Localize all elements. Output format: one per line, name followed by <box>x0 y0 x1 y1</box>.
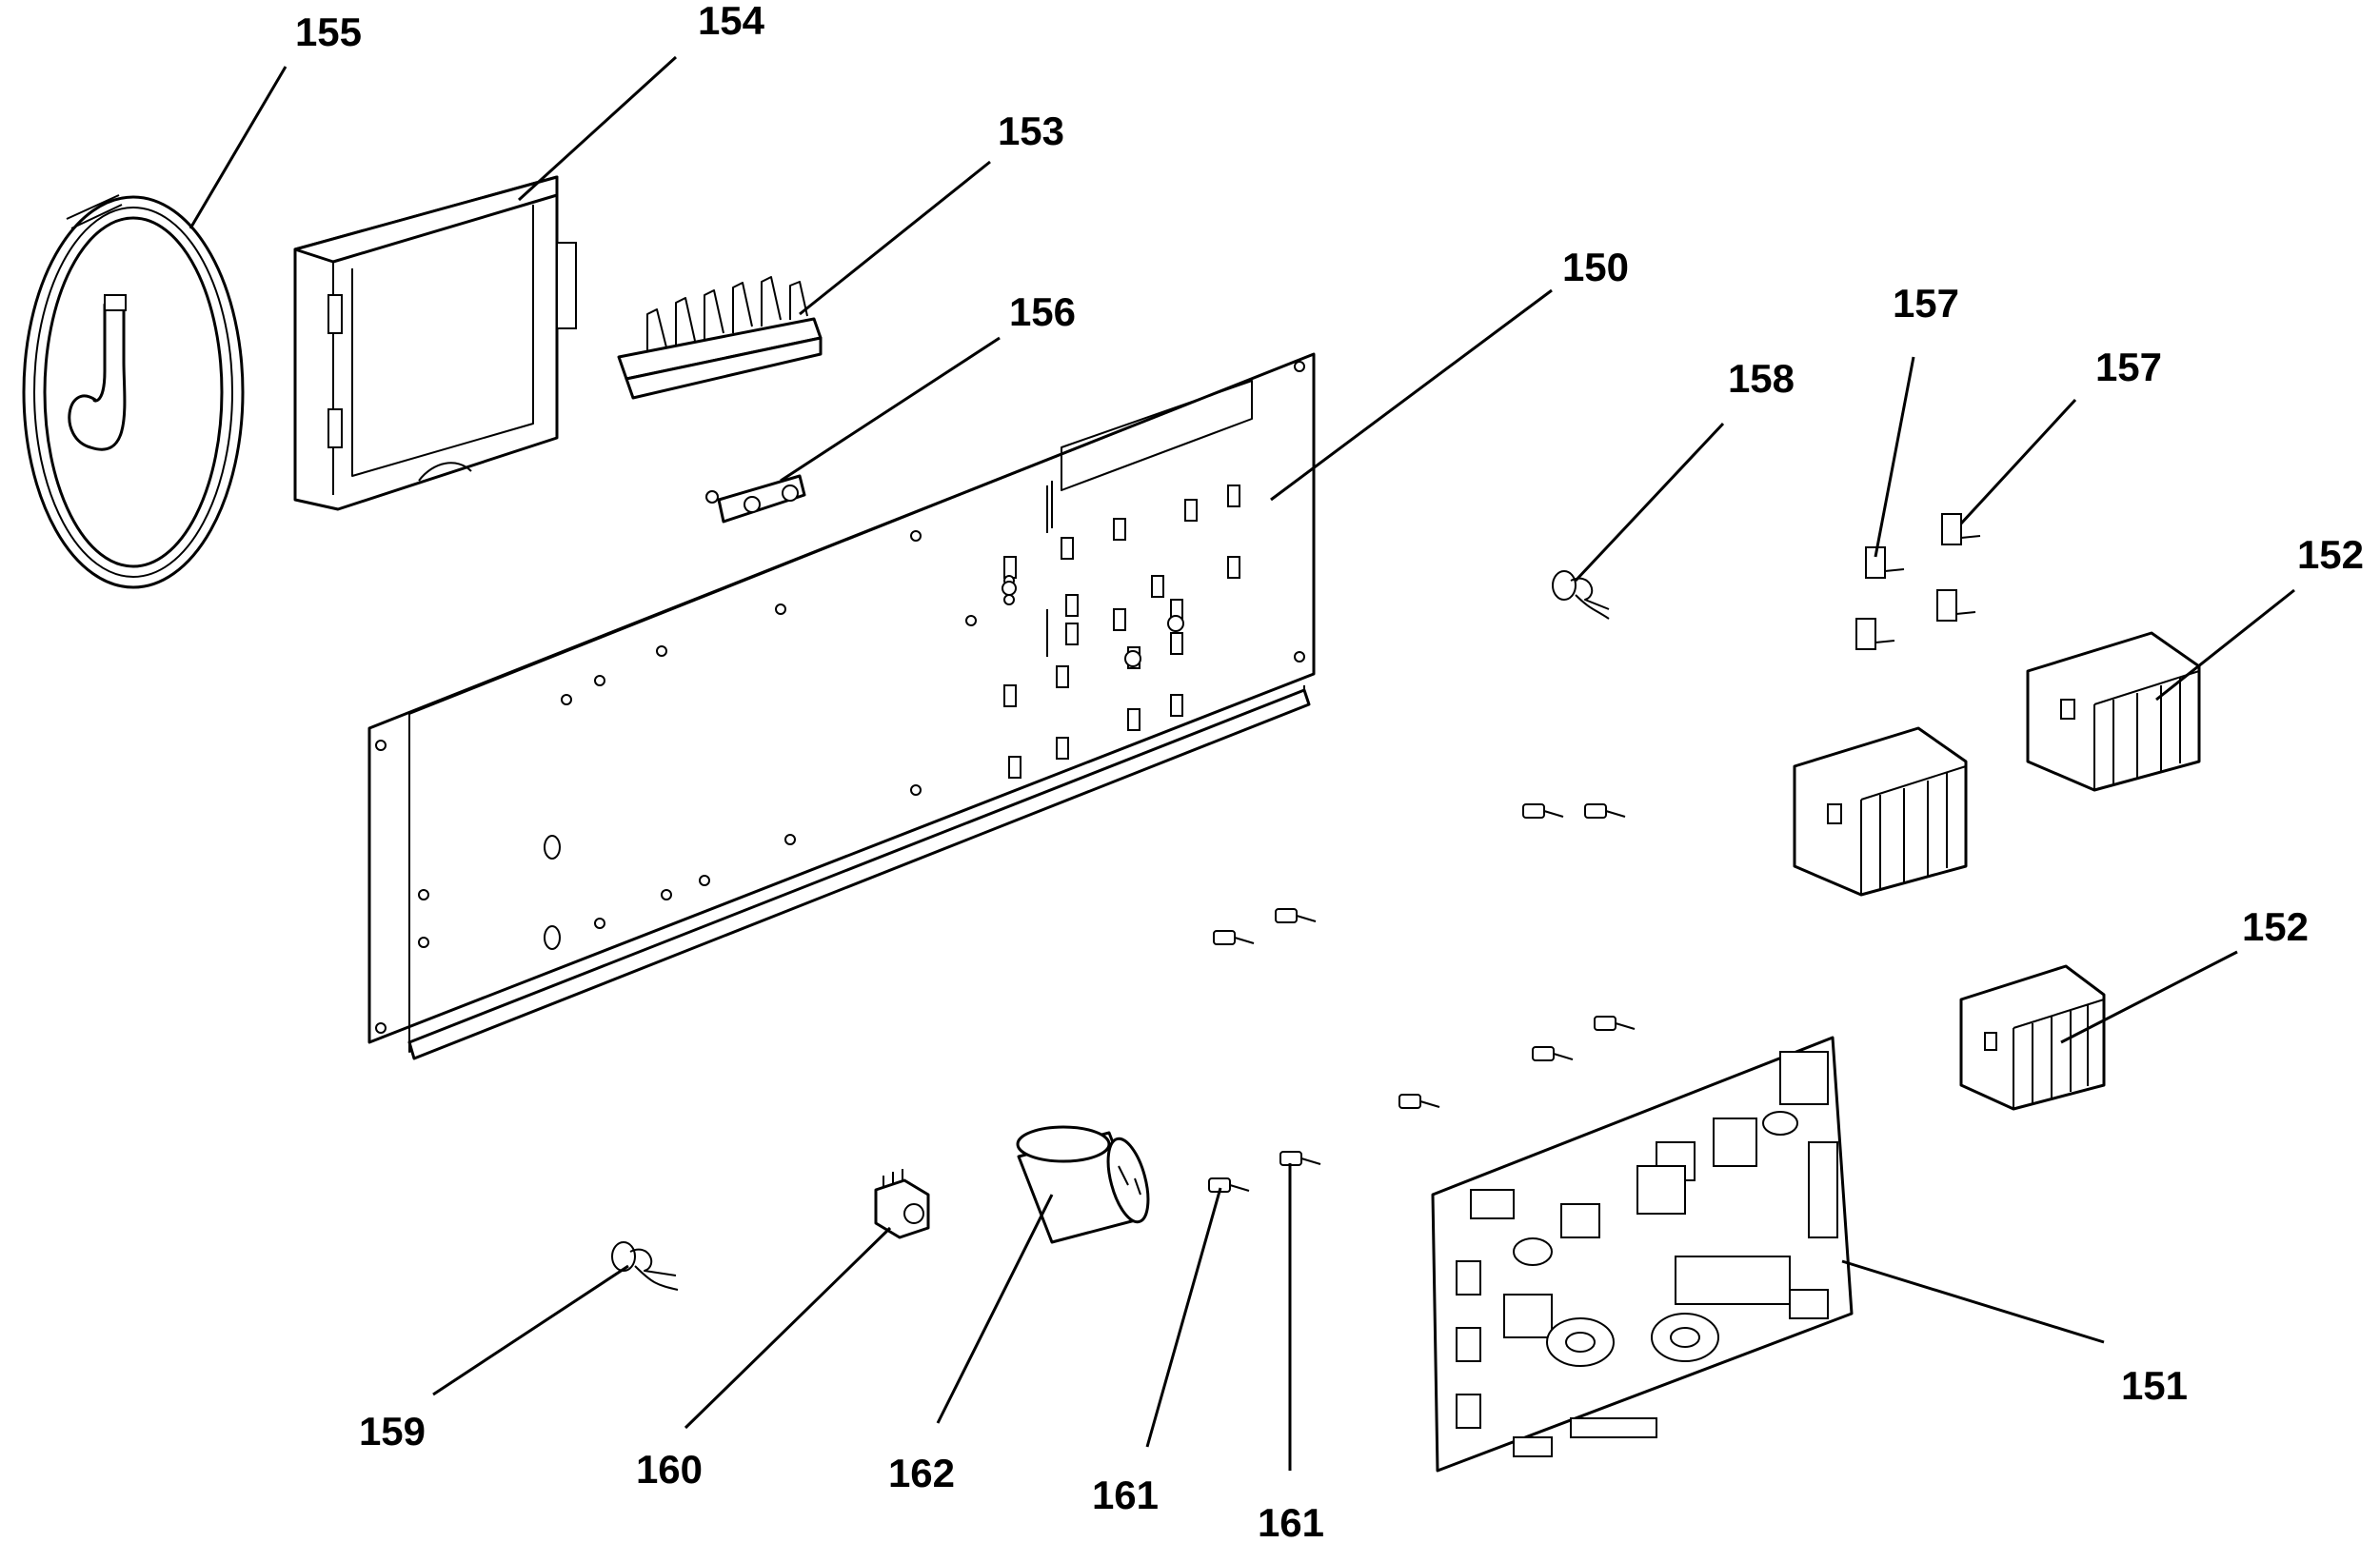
part-152-contactor-bottom <box>1959 964 2106 1111</box>
label-153: 153 <box>998 109 1064 153</box>
part-151-circuit-board <box>1431 1036 1854 1473</box>
label-155: 155 <box>295 10 362 54</box>
label-161a: 161 <box>1092 1473 1159 1517</box>
standoffs <box>1208 803 1636 1193</box>
label-161b: 161 <box>1258 1500 1324 1543</box>
label-157a: 157 <box>1893 281 1959 326</box>
part-159-clip <box>611 1241 679 1291</box>
part-160-component <box>874 1169 930 1239</box>
part-158-clip <box>1552 570 1610 620</box>
part-150-mounting-panel <box>367 352 1316 1060</box>
part-number-labels: 155 154 153 156 150 158 157 157 152 152 … <box>295 0 2364 1543</box>
part-152-contactor-top <box>2026 631 2201 792</box>
panel-cutouts <box>375 361 1305 1034</box>
label-151: 151 <box>2121 1363 2188 1408</box>
part-154-box-cover <box>293 175 577 511</box>
part-155-coiled-cable <box>22 194 245 589</box>
part-153-terminal-strip <box>617 276 823 400</box>
label-159: 159 <box>359 1409 426 1454</box>
label-152b: 152 <box>2242 904 2309 949</box>
label-158: 158 <box>1728 356 1795 401</box>
leader-lines <box>188 55 2295 1471</box>
label-157b: 157 <box>2095 345 2162 389</box>
label-152a: 152 <box>2297 532 2364 577</box>
label-154: 154 <box>698 0 765 43</box>
label-162: 162 <box>888 1451 955 1495</box>
part-152-contactor-mid <box>1793 726 1968 897</box>
part-156-connector <box>705 474 806 524</box>
part-157-brackets <box>1855 513 1981 650</box>
part-162-capacitor <box>1016 1125 1150 1244</box>
label-160: 160 <box>636 1447 703 1492</box>
label-150: 150 <box>1562 245 1629 289</box>
label-156: 156 <box>1009 289 1076 334</box>
